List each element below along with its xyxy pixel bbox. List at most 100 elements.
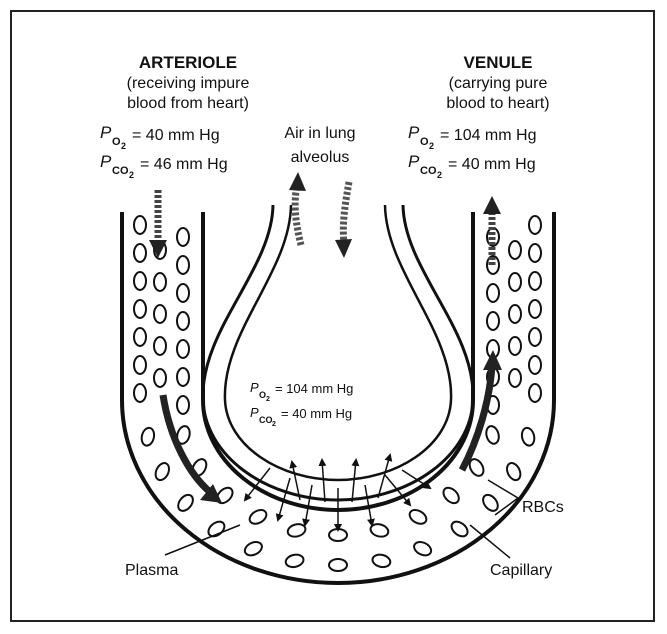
svg-text:= 40 mm Hg: = 40 mm Hg bbox=[448, 156, 536, 173]
rbc-cell bbox=[529, 216, 541, 234]
alveolus-pco2: P CO 2 = 40 mm Hg bbox=[250, 405, 352, 428]
venule-title: VENULE bbox=[464, 53, 533, 72]
plasma-label: Plasma bbox=[125, 562, 178, 579]
arteriole-desc-1: (receiving impure bbox=[127, 75, 250, 92]
rbc-cell bbox=[134, 384, 146, 402]
rbc-cell bbox=[134, 272, 146, 290]
rbc-cell bbox=[177, 368, 189, 386]
svg-text:O: O bbox=[420, 136, 429, 148]
svg-text:= 40 mm Hg: = 40 mm Hg bbox=[281, 406, 352, 421]
rbc-cell bbox=[529, 272, 541, 290]
arteriole-desc-2: blood from heart) bbox=[127, 95, 249, 112]
rbc-cell bbox=[154, 273, 166, 291]
venule-desc-2: blood to heart) bbox=[446, 95, 549, 112]
svg-text:2: 2 bbox=[266, 396, 270, 403]
svg-text:O: O bbox=[112, 136, 121, 148]
rbc-cell bbox=[177, 340, 189, 358]
rbc-cell bbox=[509, 305, 521, 323]
svg-text:CO: CO bbox=[259, 415, 273, 425]
alveolus-outer-wall bbox=[203, 205, 473, 500]
rbc-cell bbox=[509, 337, 521, 355]
alveolus-po2: P O 2 = 104 mm Hg bbox=[250, 380, 353, 403]
svg-text:CO: CO bbox=[112, 165, 129, 177]
rbc-cell bbox=[407, 507, 429, 526]
rbc-cell bbox=[529, 328, 541, 346]
svg-text:2: 2 bbox=[129, 170, 134, 180]
rbc-cell bbox=[286, 522, 306, 538]
rbc-cell bbox=[449, 519, 471, 540]
rbc-cell bbox=[509, 273, 521, 291]
rbc-cell bbox=[504, 461, 523, 482]
svg-text:O: O bbox=[259, 390, 266, 400]
rbc-cell bbox=[134, 328, 146, 346]
rbc-cell bbox=[134, 356, 146, 374]
rbc-cell bbox=[484, 425, 500, 445]
rbc-cell bbox=[247, 507, 269, 526]
rbc-cell bbox=[329, 559, 347, 571]
rbc-cell bbox=[520, 427, 536, 447]
capillary-label: Capillary bbox=[490, 562, 552, 579]
rbc-cell bbox=[243, 539, 264, 558]
rbc-cell bbox=[175, 492, 196, 514]
alveolus-inner-wall bbox=[225, 205, 451, 480]
svg-text:= 46 mm Hg: = 46 mm Hg bbox=[140, 156, 228, 173]
alveolus-title-1: Air in lung bbox=[284, 125, 355, 142]
svg-text:P: P bbox=[100, 152, 112, 171]
rbc-cell bbox=[177, 228, 189, 246]
svg-text:= 104 mm Hg: = 104 mm Hg bbox=[275, 381, 353, 396]
svg-text:P: P bbox=[250, 405, 259, 420]
venule-po2: P O 2 = 104 mm Hg bbox=[408, 123, 536, 151]
svg-text:= 104 mm Hg: = 104 mm Hg bbox=[440, 127, 536, 144]
rbcs-label: RBCs bbox=[522, 499, 564, 516]
rbc-cell bbox=[134, 244, 146, 262]
rbc-cell bbox=[509, 369, 521, 387]
rbc-cell bbox=[487, 312, 499, 330]
capillary-inner-wall bbox=[203, 212, 473, 510]
rbc-cell bbox=[154, 337, 166, 355]
svg-text:P: P bbox=[408, 123, 420, 142]
arteriole-pco2: P CO 2 = 46 mm Hg bbox=[100, 152, 228, 180]
arteriole-po2: P O 2 = 40 mm Hg bbox=[100, 123, 220, 151]
rbc-cell bbox=[441, 485, 462, 506]
rbc-cell bbox=[371, 553, 391, 569]
svg-text:2: 2 bbox=[272, 421, 276, 428]
air-out-arrow bbox=[295, 185, 301, 245]
svg-text:2: 2 bbox=[121, 141, 126, 151]
plasma-pointer bbox=[165, 525, 240, 555]
rbc-cell bbox=[134, 300, 146, 318]
svg-text:P: P bbox=[100, 123, 112, 142]
rbc-cell bbox=[529, 356, 541, 374]
rbc-cell bbox=[154, 369, 166, 387]
rbc-cell bbox=[154, 305, 166, 323]
venule-desc-1: (carrying pure bbox=[449, 75, 548, 92]
svg-text:P: P bbox=[408, 152, 420, 171]
rbc-cell bbox=[153, 461, 172, 482]
arteriole-title: ARTERIOLE bbox=[139, 53, 237, 72]
rbc-cell bbox=[206, 519, 228, 540]
rbc-cell bbox=[529, 384, 541, 402]
svg-text:= 40 mm Hg: = 40 mm Hg bbox=[132, 127, 220, 144]
rbc-cell bbox=[487, 284, 499, 302]
rbcs-pointer-1 bbox=[488, 480, 518, 498]
rbc-cell bbox=[329, 529, 347, 541]
svg-text:P: P bbox=[250, 380, 259, 395]
svg-text:2: 2 bbox=[437, 170, 442, 180]
air-in-arrow bbox=[343, 182, 349, 244]
rbc-cell bbox=[284, 553, 304, 569]
flow-arrow-right bbox=[462, 365, 492, 470]
rbc-cell bbox=[529, 300, 541, 318]
rbc-cell bbox=[177, 284, 189, 302]
venule-pco2: P CO 2 = 40 mm Hg bbox=[408, 152, 536, 180]
rbc-cell bbox=[509, 241, 521, 259]
rbc-cell bbox=[177, 312, 189, 330]
rbc-cell bbox=[140, 427, 156, 447]
rbc-cell bbox=[134, 216, 146, 234]
rbc-cell bbox=[412, 539, 433, 558]
rbc-cell bbox=[529, 244, 541, 262]
svg-text:CO: CO bbox=[420, 165, 437, 177]
svg-text:2: 2 bbox=[429, 141, 434, 151]
rbc-cell bbox=[480, 492, 501, 514]
rbc-cell bbox=[177, 396, 189, 414]
alveolus-title-2: alveolus bbox=[291, 149, 350, 166]
